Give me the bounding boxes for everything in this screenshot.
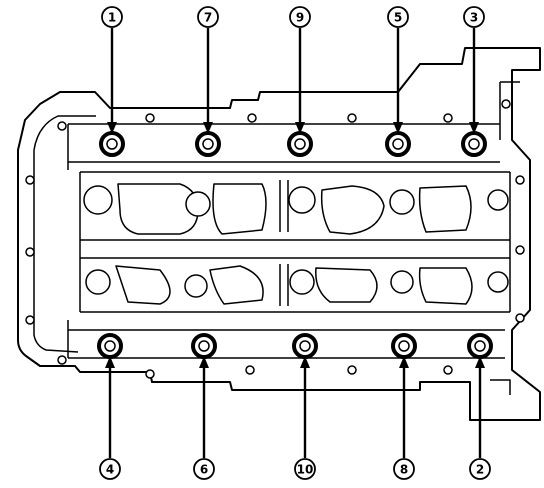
- sequence-number: 3: [470, 11, 478, 25]
- top-rail: [67, 123, 500, 170]
- sequence-badge: [197, 6, 219, 28]
- sequence-number: 10: [297, 463, 314, 477]
- top-bolt-9: 9: [287, 6, 313, 157]
- top-bolt-1: 1: [99, 6, 125, 157]
- bolt-center: [202, 138, 214, 150]
- sequence-number: 1: [108, 11, 116, 25]
- arrow-icon: [105, 356, 115, 368]
- arrow-icon: [107, 122, 117, 134]
- bolt-center: [392, 138, 404, 150]
- sequence-number: 6: [200, 463, 208, 477]
- bolt-center: [299, 340, 311, 352]
- bottom-bolt-6: 6: [191, 333, 217, 480]
- bottom-bolt-2: 2: [467, 333, 493, 480]
- arrow-icon: [475, 356, 485, 368]
- sequence-number: 7: [204, 11, 212, 25]
- top-bolt-3: 3: [461, 6, 487, 157]
- sequence-number: 5: [394, 11, 402, 25]
- bottom-bolt-10: 10: [292, 333, 318, 480]
- bottom-bolt-4: 4: [97, 333, 123, 480]
- bolt-center: [468, 138, 480, 150]
- sequence-badge: [99, 458, 121, 480]
- sequence-badge: [101, 6, 123, 28]
- sequence-badge: [294, 458, 316, 480]
- top-bolt-row: 1 7 9 5 3: [99, 6, 487, 157]
- lower-ports: [85, 265, 509, 305]
- sequence-badge: [387, 6, 409, 28]
- small-holes: [25, 99, 525, 379]
- bolt-center: [198, 340, 210, 352]
- sequence-number: 8: [400, 463, 408, 477]
- upper-ports: [83, 183, 509, 235]
- arrow-icon: [199, 356, 209, 368]
- bolt-center: [104, 340, 116, 352]
- top-bolt-5: 5: [385, 6, 411, 157]
- bottom-rail: [67, 320, 505, 359]
- sequence-badge: [193, 458, 215, 480]
- middle-bands: [79, 171, 511, 313]
- arrow-icon: [469, 122, 479, 134]
- sequence-badge: [393, 458, 415, 480]
- arrow-icon: [295, 122, 305, 134]
- arrow-icon: [203, 122, 213, 134]
- head-outline: [17, 47, 541, 421]
- sequence-number: 4: [106, 463, 114, 477]
- arrow-icon: [300, 356, 310, 368]
- sequence-number: 2: [476, 463, 484, 477]
- bolt-center: [106, 138, 118, 150]
- sequence-number: 9: [296, 11, 304, 25]
- bottom-bolt-8: 8: [391, 333, 417, 480]
- arrow-icon: [399, 356, 409, 368]
- bolt-center: [398, 340, 410, 352]
- sequence-badge: [469, 458, 491, 480]
- sequence-badge: [289, 6, 311, 28]
- sequence-badge: [463, 6, 485, 28]
- top-bolt-7: 7: [195, 6, 221, 157]
- arrow-icon: [393, 122, 403, 134]
- bolt-center: [294, 138, 306, 150]
- bottom-bolt-row: 4 6 10 8 2: [97, 333, 493, 480]
- bolt-center: [474, 340, 486, 352]
